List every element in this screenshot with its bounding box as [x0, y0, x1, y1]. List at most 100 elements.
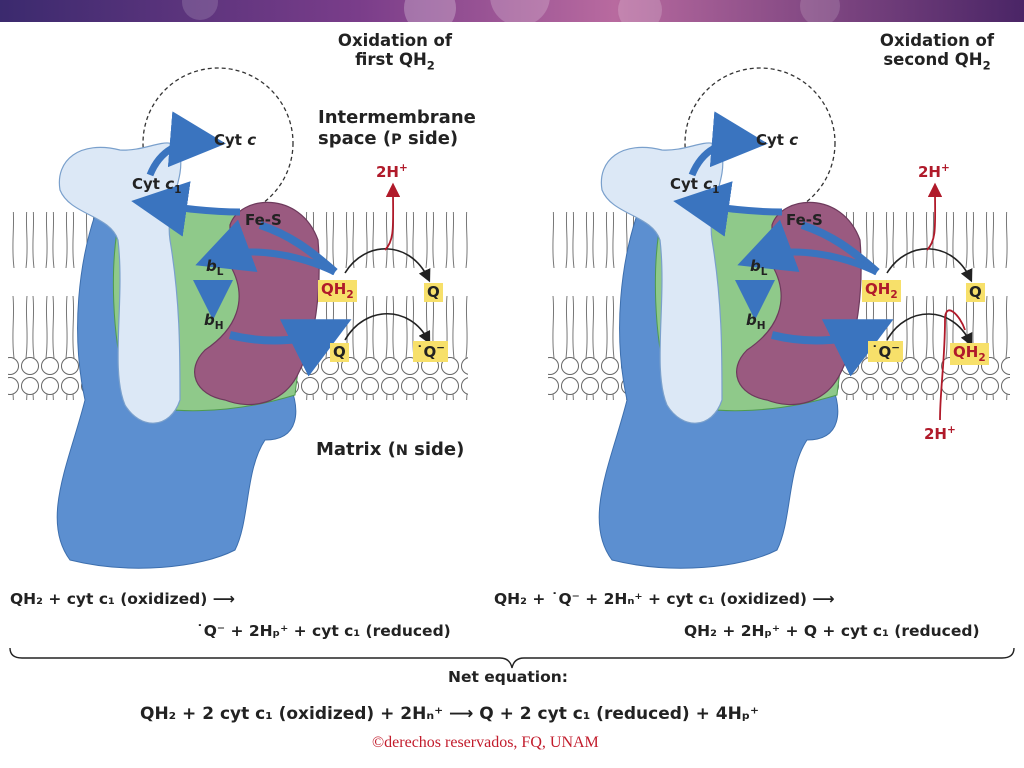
p-side-letter: P [391, 131, 402, 148]
left-q-top-box: Q [424, 283, 443, 303]
right-cyt-c1-label: Cyt c1 [670, 175, 720, 196]
right-fes-label: Fe-S [786, 211, 823, 229]
right-qh2-box: QH2 [862, 280, 901, 303]
right-cyt-c1-text: Cyt [670, 175, 698, 193]
intermembrane-space: space ( [318, 127, 392, 149]
intermembrane-line2: space (P side) [318, 127, 476, 150]
matrix-end: side) [407, 439, 465, 460]
arrow-qh2-to-bl-right [737, 219, 879, 276]
cyt-c-dashed-circle-right [684, 67, 836, 219]
left-cyt-c-italic: c [247, 131, 257, 149]
left-bl-text: b [206, 257, 217, 275]
right-semiq-sup: − [891, 342, 901, 354]
left-bh-sub: H [214, 320, 224, 332]
left-cyt-c-label: Cyt c [214, 131, 257, 149]
left-cyt-c1-text: Cyt [132, 175, 160, 193]
cyt-c-dashed-circle [142, 67, 294, 219]
right-proton-out-sup: + [941, 162, 950, 174]
right-title-line1: Oxidation of [879, 31, 995, 50]
right-cyt-c-label: Cyt c [756, 131, 799, 149]
right-title-qh: second QH [883, 49, 983, 69]
right-q-top-box: Q [966, 283, 985, 303]
right-semiquinone-box: ˙Q− [868, 341, 904, 363]
right-qh2-red-text: QH [953, 343, 979, 361]
right-proton-out-label: 2H+ [918, 162, 950, 181]
left-title-sub: 2 [426, 58, 435, 73]
arrow-proton-out-right [926, 182, 943, 251]
right-bl-sub: L [760, 266, 768, 278]
intermembrane-end: side) [401, 127, 459, 149]
arrow-bh-to-semiq-right [771, 319, 894, 377]
right-bh-text: b [746, 311, 757, 329]
equation-brace [9, 647, 1015, 669]
left-bl-label: bL [206, 257, 224, 278]
arrow-qh2-to-bl [195, 219, 337, 276]
left-title-line2: first QH2 [325, 49, 465, 73]
arrow-bh-to-q [229, 319, 352, 377]
right-cyt-c-italic: c [789, 131, 799, 149]
left-qh2-box: QH2 [318, 280, 357, 303]
right-equation-line1: QH₂ + ˙Q⁻ + 2Hₙ⁺ + cyt c₁ (oxidized) ⟶ [494, 590, 835, 608]
left-bl-sub: L [216, 266, 224, 278]
matrix-label: Matrix (N side) [316, 439, 465, 461]
intermembrane-line1: Intermembrane [318, 107, 476, 128]
left-qh2-text: QH [321, 280, 347, 298]
matrix-text: Matrix ( [316, 439, 396, 460]
left-proton-text: 2H [376, 163, 399, 181]
arrow-fes-to-cyt-c1 [131, 181, 241, 237]
arrow-semiq-to-qh2-right [886, 313, 973, 347]
right-title-line2: second QH2 [862, 49, 1012, 73]
left-semiquinone-box: ˙Q− [413, 341, 449, 363]
left-q-bottom-box: Q [330, 343, 349, 363]
arrow-q-to-semiq [344, 312, 431, 345]
right-semiq-text: ˙Q [871, 343, 892, 361]
right-qh2-sub: 2 [890, 289, 898, 301]
left-qh2-sub: 2 [346, 289, 354, 301]
left-proton-sup: + [399, 162, 408, 174]
right-bl-label: bL [750, 257, 768, 278]
left-bh-label: bH [204, 311, 224, 332]
right-title: Oxidation of second QH2 [862, 31, 1012, 73]
arrow-cyt-c1-to-cyt-c [146, 111, 226, 177]
right-equation-line2: QH₂ + 2Hₚ⁺ + Q + cyt c₁ (reduced) [684, 622, 980, 640]
net-equation-label: Net equation: [448, 668, 568, 686]
left-fes-label: Fe-S [245, 211, 282, 229]
right-cyt-c-text: Cyt [756, 131, 784, 149]
right-proton-out-text: 2H [918, 163, 941, 181]
left-panel [8, 67, 468, 569]
left-cyt-c-text: Cyt [214, 131, 242, 149]
left-cyt-c1-italic: c [165, 175, 175, 193]
right-title-sub: 2 [982, 58, 991, 73]
top-banner [0, 0, 1024, 22]
left-title-line1: Oxidation of [337, 31, 453, 50]
right-cyt-c1-sub: 1 [712, 184, 720, 196]
right-qh2-red-sub: 2 [978, 352, 986, 364]
right-bh-sub: H [756, 320, 766, 332]
arrow-proton-in-right [939, 309, 966, 421]
left-title: Oxidation of first QH2 [325, 31, 465, 73]
n-side-letter: N [395, 443, 408, 459]
left-semiq-text: ˙Q [416, 343, 437, 361]
left-title-qh: first QH [355, 49, 427, 69]
right-cyt-c1-italic: c [703, 175, 713, 193]
right-bl-text: b [750, 257, 761, 275]
left-equation-line2: ˙Q⁻ + 2Hₚ⁺ + cyt c₁ (reduced) [196, 622, 451, 640]
left-bh-text: b [204, 311, 215, 329]
arrow-qh2-to-q [344, 248, 431, 283]
right-proton-in-text: 2H [924, 425, 947, 443]
right-qh2-text: QH [865, 280, 891, 298]
arrow-fes-to-cyt-c1-right [673, 181, 783, 237]
left-proton-label: 2H+ [376, 162, 408, 181]
right-proton-in-label: 2H+ [924, 424, 956, 443]
right-proton-in-sup: + [947, 424, 956, 436]
net-equation: QH₂ + 2 cyt c₁ (oxidized) + 2Hₙ⁺ ⟶ Q + 2… [140, 704, 759, 724]
right-qh2-red-box: QH2 [950, 343, 989, 366]
left-semiq-sup: − [436, 342, 446, 354]
left-equation-line1: QH₂ + cyt c₁ (oxidized) ⟶ [10, 590, 235, 608]
right-panel [548, 67, 1010, 569]
copyright-footer: ©derechos reservados, FQ, UNAM [372, 734, 599, 751]
arrow-qh2-to-q-right [886, 248, 973, 283]
left-cyt-c1-label: Cyt c1 [132, 175, 182, 196]
left-cyt-c1-sub: 1 [174, 184, 182, 196]
